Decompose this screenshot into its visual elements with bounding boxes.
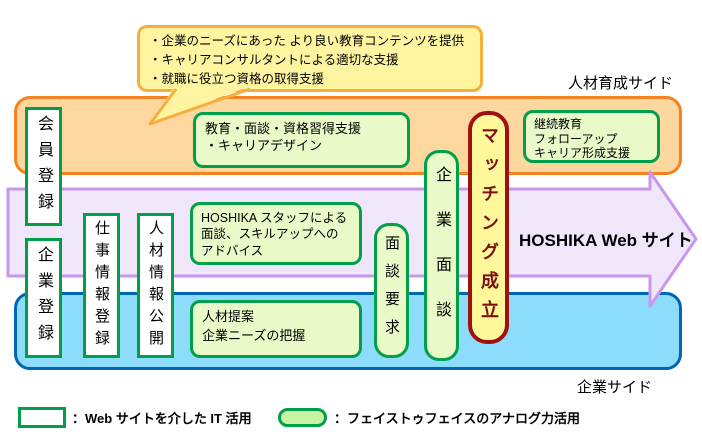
step-hr-info-publication: 人材情報公開 xyxy=(137,213,174,358)
step-company-registration: 企業登録 xyxy=(25,238,62,358)
step-company-interview: 企業面談 xyxy=(424,150,459,361)
benefits-callout-bubble: ・企業のニーズにあった より良い教育コンテンツを提供 ・キャリアコンサルタントに… xyxy=(137,25,483,92)
legend-analog-swatch xyxy=(278,408,327,427)
legend-it-label: ：Web サイトを介した IT 活用 xyxy=(72,411,252,426)
step-interview-request: 面談要求 xyxy=(374,223,409,358)
education-support-line: ・キャリアデザイン xyxy=(205,138,323,154)
step-job-info-registration: 仕事情報登録 xyxy=(83,213,120,358)
training-side-label: 人材育成サイド xyxy=(568,75,674,92)
staff-interview-box: HOSHIKA スタッフによる 面談、スキルアップへの アドバイス xyxy=(190,202,362,265)
company-side-label: 企業サイド xyxy=(577,379,653,396)
education-support-line: 教育・面談・資格習得支援 xyxy=(205,121,362,136)
callout-line: ・企業のニーズにあった より良い教育コンテンツを提供 xyxy=(149,34,465,48)
step-member-registration: 会員登録 xyxy=(25,107,62,226)
hr-proposal-line: 企業ニーズの把握 xyxy=(202,327,306,343)
continuing-education-line: フォローアップ xyxy=(534,131,618,146)
legend-analog-label: ：フェイストゥフェイスのアナログ力活用 xyxy=(334,411,580,426)
callout-tail-outline xyxy=(148,87,251,126)
staff-interview-line: HOSHIKA スタッフによる xyxy=(201,211,348,225)
continuing-education-box: 継続教育 フォローアップ キャリア形成支援 xyxy=(523,110,660,163)
callout-line: ・キャリアコンサルタントによる適切な支援 xyxy=(149,53,399,67)
callout-line: ・就職に役立つ資格の取得支援 xyxy=(149,72,325,86)
education-support-box: 教育・面談・資格習得支援 ・キャリアデザイン xyxy=(193,112,410,168)
staff-interview-line: アドバイス xyxy=(201,243,264,258)
hr-proposal-line: 人材提案 xyxy=(202,309,255,324)
continuing-education-line: 継続教育 xyxy=(534,117,583,131)
continuing-education-line: キャリア形成支援 xyxy=(534,146,631,161)
hoshika-web-site-label: HOSHIKA Web サイト xyxy=(519,231,693,250)
hr-proposal-box: 人材提案 企業ニーズの把握 xyxy=(190,300,362,358)
step-matching-established: マッチング成立 xyxy=(468,111,509,344)
staff-interview-line: 面談、スキルアップへの xyxy=(201,227,339,242)
legend-it-swatch xyxy=(18,407,66,428)
